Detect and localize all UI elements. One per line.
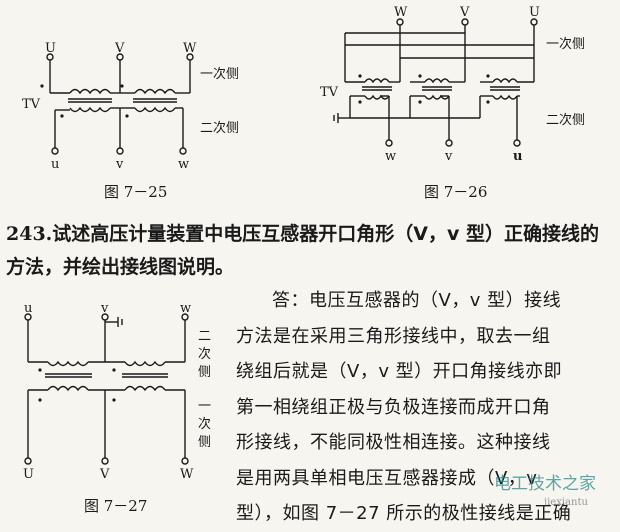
- fig27-caption: 图 7－27: [84, 497, 148, 515]
- fig25-caption: 图 7－25: [104, 183, 168, 201]
- fig27-primary-char-3: 侧: [198, 435, 211, 450]
- fig27-primary-char-1: 一: [198, 399, 211, 414]
- fig27-secondary-char-1: 二: [198, 329, 211, 344]
- question: 243.试述高压计量装置中电压互感器开口角形（V，v 型）正确接线的方法，并绘出…: [6, 218, 616, 284]
- answer-line: 是用两具单相电压互感器接成（V，v: [236, 467, 538, 489]
- fig25-label-u: u: [51, 157, 59, 172]
- answer-line: 方法是在采用三角形接线中，取去一组: [236, 325, 551, 347]
- fig27-label-v: v: [100, 301, 109, 316]
- fig25-label-v: v: [115, 157, 124, 172]
- answer-line: 形接线，不能同极性相连接。这种接线: [236, 432, 551, 453]
- fig25-label-w: w: [178, 157, 189, 172]
- fig26-primary-label: 一次侧: [546, 36, 585, 52]
- fig27-primary-char-2: 次: [198, 416, 211, 432]
- figure-7-26: W V U w v u TV 一次侧 二次侧: [320, 5, 585, 164]
- fig27-label-U: U: [23, 467, 34, 482]
- fig27-label-w: w: [180, 301, 191, 316]
- watermark-url: jiexiantu: [543, 497, 588, 508]
- fig27-secondary-char-2: 次: [198, 346, 211, 362]
- figure-7-27: u v w U V W 二 次 侧 一 次 侧: [23, 301, 211, 482]
- fig27-secondary-char-3: 侧: [198, 365, 211, 380]
- question-text: 试述高压计量装置中电压互感器开口角形（V，v 型）正确接线的方法，并绘出接线图说…: [6, 223, 599, 278]
- answer-line: 答：电压互感器的（V，v 型）接线: [272, 290, 562, 311]
- fig27-label-W: W: [180, 467, 194, 482]
- answer-text: 答：电压互感器的（V，v 型）接线 方法是在采用三角形接线中，取去一组 绕组后就…: [236, 283, 618, 532]
- fig26-secondary-label: 二次侧: [546, 112, 585, 128]
- fig26-label-v: v: [444, 149, 453, 164]
- figure-7-25: U V W u v w TV 一次侧 二次侧: [22, 41, 239, 172]
- fig26-label-w: w: [385, 149, 396, 164]
- fig26-caption: 图 7－26: [424, 183, 488, 201]
- fig26-tv-label: TV: [320, 85, 339, 100]
- watermark-logo: 电工技术之家 jiexiantu: [494, 474, 596, 508]
- fig25-label-W: W: [183, 41, 197, 56]
- fig25-tv-label: TV: [22, 97, 41, 112]
- fig26-label-V: V: [459, 5, 470, 20]
- watermark-text: 电工技术之家: [494, 474, 596, 494]
- answer-line: 第一相绕组正极与负极连接而成开口角: [236, 396, 551, 418]
- question-number: 243.: [6, 223, 53, 245]
- fig25-label-V: V: [114, 41, 125, 56]
- fig25-label-U: U: [45, 41, 56, 56]
- fig27-label-V: V: [99, 467, 110, 482]
- fig25-primary-label: 一次侧: [200, 66, 239, 82]
- answer-line: 绕组后就是（V，v 型）开口角接线亦即: [236, 361, 563, 382]
- fig26-label-U: U: [529, 5, 540, 20]
- fig25-secondary-label: 二次侧: [200, 120, 239, 136]
- fig27-label-u: u: [24, 301, 32, 316]
- fig26-label-u: u: [513, 149, 522, 164]
- fig26-label-W: W: [394, 5, 408, 20]
